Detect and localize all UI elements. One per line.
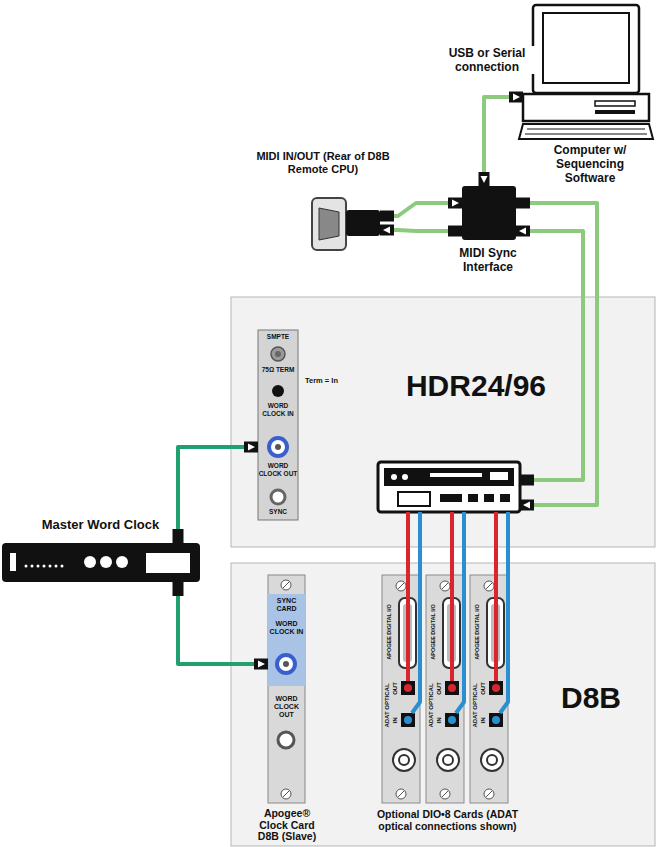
node-text: Computer w/ Sequencing Software [530,143,650,185]
connector-plug [173,582,184,596]
node-text: SYNC CARD [268,597,305,613]
node-text: Master Word Clock [18,517,183,532]
node-text: HDR24/96 [381,369,571,403]
computer-icon [519,5,653,139]
cable [484,97,523,186]
d8b-housing [231,563,655,846]
hdr-unit: HDR24/96 SMPTE 75Ω TERM WORD CLOCK IN WORD C… [231,297,656,547]
arrow-head [519,228,526,235]
edge-label: USB or Serial connection [437,46,537,74]
node-text: SMPTE [258,333,298,341]
connector-plug [520,500,534,511]
node-text: D8B [551,681,631,715]
connector-plug [244,442,258,453]
arrow-head [258,661,265,668]
connector-plug [448,226,462,237]
node-text: OUT [480,679,487,697]
connector-plug [173,529,184,543]
arrow-head [481,176,488,183]
connector-plug [520,475,534,486]
cable [456,512,464,713]
midi-sync-box [462,186,516,240]
connector-plug [516,226,530,237]
node-text: ADAT OPTICAL [428,676,435,734]
node-text: WORD CLOCK OUT [268,695,305,719]
connector-plug [380,211,394,222]
node-text: ADAT OPTICAL [472,676,479,734]
connector-plug [380,225,394,236]
connector-plug [448,198,462,209]
computer: Computer w/ Sequencing Software [500,5,650,190]
node-text: WORD CLOCK IN [258,402,298,418]
arrow-head [452,200,459,207]
cable [500,512,508,713]
cable [412,512,420,713]
clock-card: SYNC CARD WORD CLOCK IN WORD CLOCK OUT Apog… [250,575,325,846]
arrow-head [248,444,255,451]
dio-card: APOGEE DIGITAL I/O ADAT OPTICALOUT IN [382,575,420,803]
cable [494,512,498,681]
cable [178,582,268,664]
connector-plug [509,92,523,103]
hdr-housing [231,297,655,547]
node-text: APOGEE DIGITAL I/O [386,596,392,668]
cable [516,203,597,505]
node-text: IN [392,714,399,726]
node-text: WORD CLOCK IN [268,620,305,636]
master-word-clock: Master Word Clock [0,517,205,585]
arrow-head [383,227,390,234]
node-text: 75Ω TERM [258,366,298,374]
node-text: Apogee® Clock Card D8B (Slave) [252,808,322,843]
master-clock-device [2,543,200,582]
node-text: APOGEE DIGITAL I/O [430,596,436,668]
node-text: OUT [392,679,399,697]
node-text: ADAT OPTICAL [384,676,391,734]
node-text: IN [480,714,487,726]
midi-port [312,198,380,250]
cable [450,512,454,681]
dio-cards [382,575,508,803]
midi-sync-interface: MIDI Sync Interface [436,186,540,278]
group-caption: Optional DIO•8 Cards (ADAT optical conne… [375,809,520,832]
connector-plug [254,659,268,670]
cable [516,231,583,480]
rack-unit [378,462,520,512]
sync-panel: SMPTE 75Ω TERM WORD CLOCK IN WORD CLOCK OUT… [258,330,298,520]
clock-card [268,575,305,803]
node-text: WORD CLOCK OUT [258,462,298,478]
sync-panel [258,330,298,520]
midi-port-group: MIDI IN/OUT (Rear of D8B Remote CPU) [248,150,398,250]
note-label: Term = In [305,376,349,385]
node-text: APOGEE DIGITAL I/O [474,596,480,668]
node-text: MIDI IN/OUT (Rear of D8B Remote CPU) [253,150,393,176]
arrow-head [523,502,530,509]
node-text: OUT [436,679,443,697]
connector-plug [516,198,530,209]
node-text: SYNC [258,508,298,516]
dio-card: APOGEE DIGITAL I/O ADAT OPTICALOUT IN [470,575,508,803]
node-text: IN [436,714,443,726]
node-text: MIDI Sync Interface [436,246,540,274]
cable [406,512,410,681]
d8b-console: D8B SYNC CARD WORD CLOCK IN WORD CLOCK OUT A… [231,563,656,847]
connector-plug [479,172,490,186]
cable [178,447,258,543]
arrow-head [513,94,520,101]
dio-card: APOGEE DIGITAL I/O ADAT OPTICALOUT IN [426,575,464,803]
